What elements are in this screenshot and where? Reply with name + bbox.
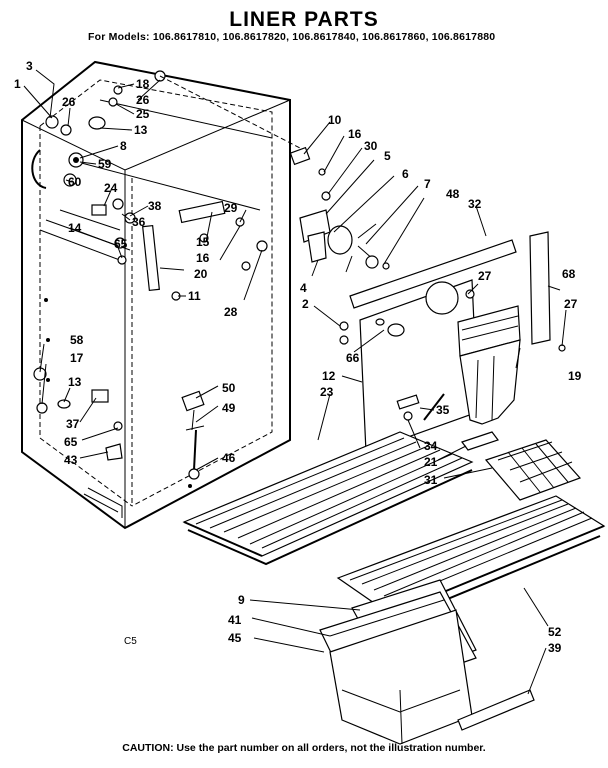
- callout-35: 35: [436, 403, 450, 417]
- crisper-pan: [319, 579, 535, 745]
- callout-16: 16: [348, 127, 362, 141]
- callout-29: 29: [224, 201, 238, 215]
- callout-65: 65: [64, 435, 78, 449]
- callout-46: 46: [222, 451, 236, 465]
- callout-6: 6: [402, 167, 409, 181]
- callout-39: 39: [548, 641, 562, 655]
- callout-labels: 3 1 26 18 26 25 13 8 59 60 24 38 36 14 6…: [14, 59, 582, 655]
- callout-41: 41: [228, 613, 242, 627]
- callout-23: 23: [320, 385, 334, 399]
- callout-68: 68: [562, 267, 576, 281]
- leader-lines: [23, 69, 567, 695]
- callout-34: 34: [424, 439, 438, 453]
- callout-66: 66: [346, 351, 360, 365]
- callout-21: 21: [424, 455, 438, 469]
- callout-60: 60: [68, 175, 82, 189]
- callout-19: 19: [568, 369, 582, 383]
- callout-26: 26: [136, 93, 150, 107]
- callout-3: 3: [26, 59, 33, 73]
- evaporator-cover: [339, 239, 517, 453]
- callout-37: 37: [66, 417, 80, 431]
- callout-15: 15: [196, 235, 210, 249]
- callout-10: 10: [328, 113, 342, 127]
- callout-27: 27: [478, 269, 492, 283]
- callout-30: 30: [364, 139, 378, 153]
- callout-13: 13: [134, 123, 148, 137]
- callout-13: 13: [68, 375, 82, 389]
- callout-38: 38: [148, 199, 162, 213]
- callout-12: 12: [322, 369, 336, 383]
- callout-31: 31: [424, 473, 438, 487]
- callout-7: 7: [424, 177, 431, 191]
- callout-27: 27: [564, 297, 578, 311]
- callout-59: 59: [98, 157, 112, 171]
- page-title: LINER PARTS: [229, 8, 379, 31]
- callout-9: 9: [238, 593, 245, 607]
- callout-50: 50: [222, 381, 236, 395]
- left-hardware: [31, 70, 166, 461]
- ice-duct: [457, 231, 566, 425]
- callout-2: 2: [302, 297, 309, 311]
- callout-24: 24: [104, 181, 118, 195]
- callout-18: 18: [136, 77, 150, 91]
- diagram-code: C5: [124, 636, 137, 647]
- callout-5: 5: [384, 149, 391, 163]
- model-numbers: For Models: 106.8617810, 106.8617820, 10…: [88, 31, 496, 43]
- callout-52: 52: [548, 625, 562, 639]
- callout-32: 32: [468, 197, 482, 211]
- callout-49: 49: [222, 401, 236, 415]
- callout-20: 20: [194, 267, 208, 281]
- callout-14: 14: [68, 221, 82, 235]
- callout-16: 16: [196, 251, 210, 265]
- callout-25: 25: [136, 107, 150, 121]
- callout-43: 43: [64, 453, 78, 467]
- callout-11: 11: [188, 289, 201, 303]
- callout-36: 36: [132, 215, 146, 229]
- callout-58: 58: [70, 333, 84, 347]
- callout-48: 48: [446, 187, 460, 201]
- damper-control: [181, 390, 205, 488]
- callout-65: 65: [114, 237, 128, 251]
- callout-1: 1: [14, 77, 21, 91]
- callout-17: 17: [70, 351, 84, 365]
- callout-45: 45: [228, 631, 242, 645]
- callout-4: 4: [300, 281, 307, 295]
- callout-28: 28: [224, 305, 238, 319]
- callout-26: 26: [62, 95, 76, 109]
- callout-8: 8: [120, 139, 127, 153]
- upper-shelf: [182, 431, 474, 566]
- ice-tray: [461, 431, 582, 501]
- caution-note: CAUTION: Use the part number on all orde…: [122, 742, 486, 754]
